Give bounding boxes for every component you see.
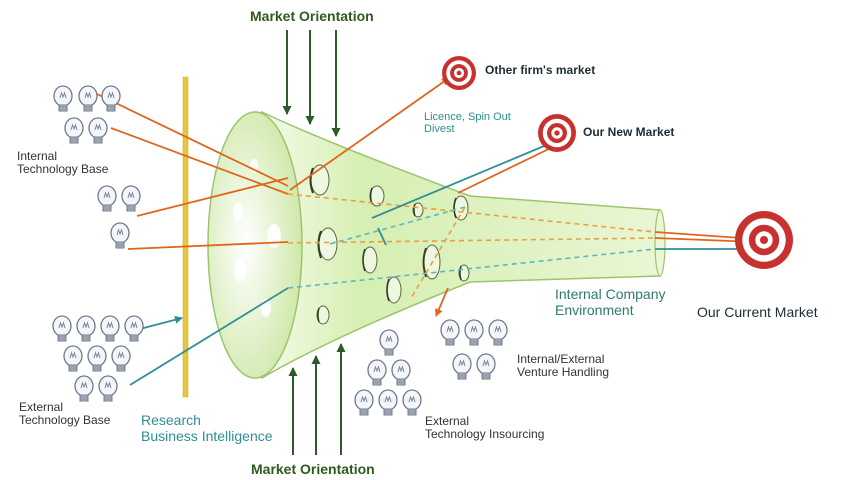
research-screen-bar <box>182 76 189 398</box>
lightbulb-icon <box>354 389 374 416</box>
lightbulb-icon <box>101 85 121 112</box>
lightbulb-icon <box>378 389 398 416</box>
external-technology-base-label: External Technology Base <box>19 400 111 428</box>
funnel-mouth-hole <box>233 203 243 221</box>
lightbulb-icon <box>476 353 496 380</box>
funnel-holes <box>309 164 470 325</box>
internal-dashed-paths <box>287 193 656 301</box>
lightbulb-icon <box>452 353 472 380</box>
market-orientation-arrows-bottom <box>288 343 346 455</box>
other-firms-market-label: Other firm's market <box>485 63 596 77</box>
funnel-mouth-hole <box>267 224 281 248</box>
lightbulb-icon <box>78 85 98 112</box>
internal-external-venture-label: Internal/External Venture Handling <box>517 352 610 380</box>
lightbulb-icon <box>63 345 83 372</box>
lightbulb-icon <box>76 315 96 342</box>
lightbulb-icon <box>87 345 107 372</box>
lightbulb-icon <box>64 117 84 144</box>
external-technology-insourcing-bulbs <box>354 329 422 416</box>
lightbulb-icon <box>391 359 411 386</box>
lightbulb-icon <box>488 319 508 346</box>
lightbulb-icon <box>98 375 118 402</box>
lightbulb-icon <box>100 315 120 342</box>
lightbulb-icon <box>402 389 422 416</box>
target-icon <box>735 211 793 269</box>
target-icon <box>442 56 476 90</box>
funnel-spout-end <box>654 209 666 277</box>
lightbulb-icon <box>97 185 117 212</box>
external-technology-base-bulbs <box>52 315 144 402</box>
venture-handling-bulbs <box>440 319 508 380</box>
lightbulb-icon <box>440 319 460 346</box>
funnel-mouth-hole <box>234 258 246 282</box>
our-new-market-label: Our New Market <box>583 125 675 139</box>
lightbulb-icon <box>121 185 141 212</box>
internal-company-environment-label: Internal Company Environment <box>555 286 666 318</box>
lightbulb-icon <box>88 117 108 144</box>
orange-arrows <box>96 77 757 317</box>
internal-technology-base-label: Internal Technology Base <box>17 149 109 177</box>
research-business-intelligence-label: Research Business Intelligence <box>141 412 273 444</box>
lightbulb-icon <box>111 345 131 372</box>
lightbulb-icon <box>464 319 484 346</box>
licence-spin-out-label: Licence, Spin Out Divest <box>424 111 511 136</box>
our-current-market-label: Our Current Market <box>697 304 818 320</box>
lightbulb-icon <box>53 85 73 112</box>
lightbulb-icon <box>379 329 399 356</box>
funnel-body <box>261 110 661 380</box>
market-orientation-top-label: Market Orientation <box>250 8 374 24</box>
lightbulb-icon <box>110 222 130 249</box>
target-icon <box>538 114 576 152</box>
external-technology-insourcing-label: External Technology Insourcing <box>425 414 545 442</box>
market-orientation-arrows-top <box>282 30 341 137</box>
lightbulb-icon <box>74 375 94 402</box>
market-orientation-bottom-label: Market Orientation <box>251 461 375 477</box>
lightbulb-icon <box>367 359 387 386</box>
lightbulb-icon <box>124 315 144 342</box>
lightbulb-icon <box>52 315 72 342</box>
